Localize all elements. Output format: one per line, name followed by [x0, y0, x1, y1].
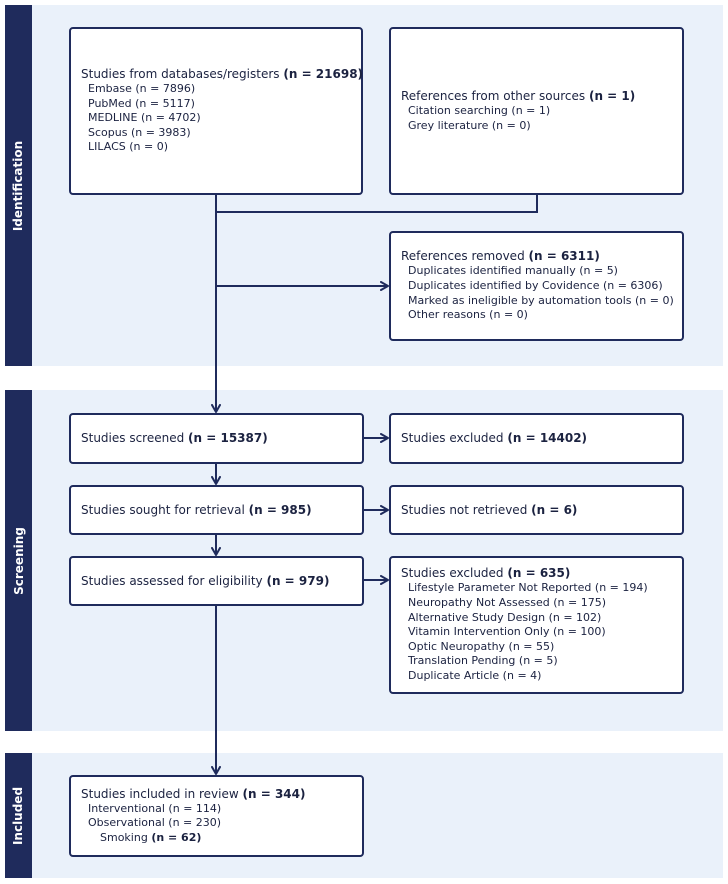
- identification-label: Identification: [11, 140, 26, 231]
- studies-assessed-heading: Studies assessed for eligibility (n = 97…: [81, 573, 330, 588]
- studies-sought-box: Studies sought for retrieval (n = 985): [69, 485, 364, 535]
- list-item: Lifestyle Parameter Not Reported (n = 19…: [408, 581, 648, 595]
- list-item: Embase (n = 7896): [88, 82, 196, 96]
- list-item: Duplicates identified manually (n = 5): [408, 264, 618, 278]
- studies-included-box: Studies included in review (n = 344) Int…: [69, 775, 364, 857]
- included-label: Included: [11, 786, 26, 845]
- smoking-subgroup: Smoking (n = 62): [100, 830, 202, 844]
- references-removed-box: References removed (n = 6311) Duplicates…: [389, 231, 684, 341]
- list-item: Interventional (n = 114): [88, 801, 222, 815]
- other-sources-box: References from other sources (n = 1) Ci…: [389, 27, 684, 195]
- studies-screened-box: Studies screened (n = 15387): [69, 413, 364, 464]
- list-item: PubMed (n = 5117): [88, 96, 195, 110]
- studies-excluded-screening-heading: Studies excluded (n = 14402): [401, 431, 588, 445]
- list-item: MEDLINE (n = 4702): [88, 111, 201, 125]
- list-item: Optic Neuropathy (n = 55): [408, 639, 555, 653]
- screening-label: Screening: [11, 526, 26, 595]
- studies-assessed-box: Studies assessed for eligibility (n = 97…: [69, 556, 364, 606]
- studies-excluded-eligibility-box: Studies excluded (n = 635) Lifestyle Par…: [389, 556, 684, 694]
- studies-excluded-screening-box: Studies excluded (n = 14402): [389, 413, 684, 464]
- list-item: Grey literature (n = 0): [408, 118, 531, 132]
- studies-screened-heading: Studies screened (n = 15387): [81, 431, 268, 445]
- list-item: Vitamin Intervention Only (n = 100): [408, 625, 606, 639]
- other-sources-heading: References from other sources (n = 1): [401, 88, 636, 103]
- databases-heading: Studies from databases/registers (n = 21…: [81, 67, 364, 82]
- list-item: Observational (n = 230): [88, 816, 222, 830]
- databases-box: Studies from databases/registers (n = 21…: [69, 27, 363, 195]
- list-item: Marked as ineligible by automation tools…: [408, 293, 674, 307]
- studies-not-retrieved-heading: Studies not retrieved (n = 6): [401, 502, 578, 517]
- list-item: Duplicate Article (n = 4): [408, 668, 542, 682]
- list-item: Translation Pending (n = 5): [408, 654, 558, 668]
- list-item: Citation searching (n = 1): [408, 103, 551, 117]
- references-removed-heading: References removed (n = 6311): [401, 249, 600, 264]
- studies-excluded-eligibility-heading: Studies excluded (n = 635): [401, 566, 571, 581]
- list-item: Duplicates identified by Covidence (n = …: [408, 278, 663, 292]
- identification-tab: Identification: [5, 5, 32, 366]
- screening-tab: Screening: [5, 390, 32, 731]
- studies-included-heading: Studies included in review (n = 344): [81, 786, 306, 801]
- list-item: LILACS (n = 0): [88, 140, 169, 154]
- list-item: Neuropathy Not Assessed (n = 175): [408, 596, 606, 610]
- included-tab: Included: [5, 753, 32, 878]
- studies-not-retrieved-box: Studies not retrieved (n = 6): [389, 485, 684, 535]
- list-item: Scopus (n = 3983): [88, 125, 191, 139]
- list-item: Alternative Study Design (n = 102): [408, 610, 602, 624]
- list-item: Other reasons (n = 0): [408, 308, 528, 322]
- studies-sought-heading: Studies sought for retrieval (n = 985): [81, 502, 312, 517]
